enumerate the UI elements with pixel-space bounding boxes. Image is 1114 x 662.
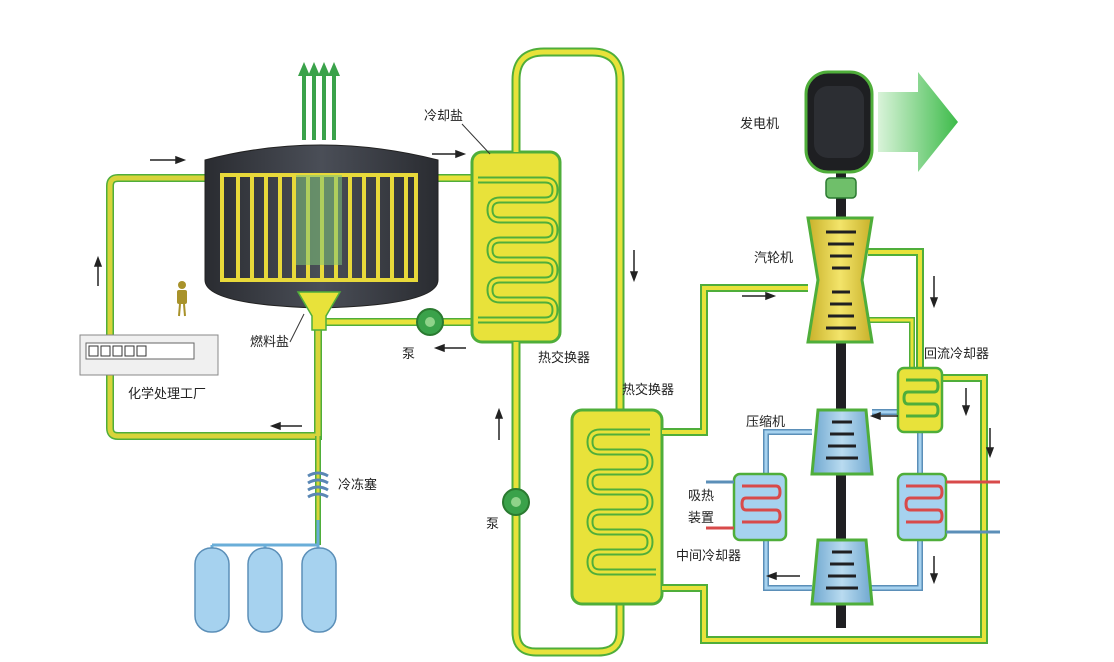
flow-arrow <box>494 407 504 440</box>
flow-arrow <box>929 556 939 585</box>
gas-loop <box>662 248 988 644</box>
flow-arrow <box>961 388 971 417</box>
label-pump-mid: 泵 <box>486 517 499 532</box>
leader-lines <box>289 123 491 343</box>
label-heat-exchanger-2: 热交换器 <box>622 382 674 398</box>
label-heat-exchanger-1: 热交换器 <box>538 350 590 366</box>
flow-arrow <box>432 149 467 159</box>
intercooler-unit <box>896 472 1000 542</box>
label-compressor: 压缩机 <box>746 414 785 430</box>
label-generator: 发电机 <box>740 116 779 132</box>
label-chemical-plant: 化学处理工厂 <box>128 386 206 402</box>
control-rods-icon <box>298 62 340 140</box>
flow-arrow <box>629 250 639 283</box>
flow-arrows <box>93 149 995 585</box>
label-turbine: 汽轮机 <box>754 251 793 266</box>
flow-arrow <box>150 155 187 165</box>
generator-icon <box>804 70 874 199</box>
flow-arrow <box>765 571 800 581</box>
flow-arrow <box>985 428 995 459</box>
coolant-loop <box>511 47 625 657</box>
flow-arrow <box>929 276 939 309</box>
label-heat-absorber-1: 吸热 <box>688 489 714 504</box>
flow-arrow <box>869 411 898 421</box>
freeze-plug-coil <box>307 471 329 499</box>
heat-absorber-unit <box>706 472 788 542</box>
flow-arrow <box>93 255 103 286</box>
compressor-icon <box>810 408 874 476</box>
flow-arrow <box>269 421 302 431</box>
recuperator <box>896 366 944 434</box>
label-recuperator: 回流冷却器 <box>924 347 989 362</box>
pump-icon <box>502 488 530 516</box>
label-pump-left: 泵 <box>402 347 415 362</box>
primary-heat-exchanger <box>470 150 562 344</box>
flow-arrow <box>433 343 466 353</box>
storage-tank-icon <box>194 520 337 633</box>
turbine-shaft <box>836 168 846 628</box>
labels: 冷却盐 燃料盐 泵 热交换器 热交换器 化学处理工厂 冷冻塞 泵 发电机 汽轮机… <box>128 109 989 564</box>
label-fuel-salt: 燃料盐 <box>250 334 289 350</box>
pump-icon <box>416 308 444 336</box>
label-freeze-plug: 冷冻塞 <box>338 477 377 493</box>
turbine-icon <box>806 216 874 344</box>
reactor-vessel-icon <box>204 144 439 331</box>
chemical-plant <box>79 334 219 376</box>
secondary-heat-exchanger <box>570 408 664 606</box>
label-cooling-salt: 冷却盐 <box>424 109 463 124</box>
flow-arrow <box>742 291 777 301</box>
worker-icon <box>177 281 187 317</box>
label-heat-absorber-2: 装置 <box>688 511 714 526</box>
compressor-icon <box>810 538 874 606</box>
label-intercooler: 中间冷却器 <box>676 549 741 564</box>
output-arrow-icon <box>878 72 958 172</box>
core-highlight <box>296 175 342 265</box>
